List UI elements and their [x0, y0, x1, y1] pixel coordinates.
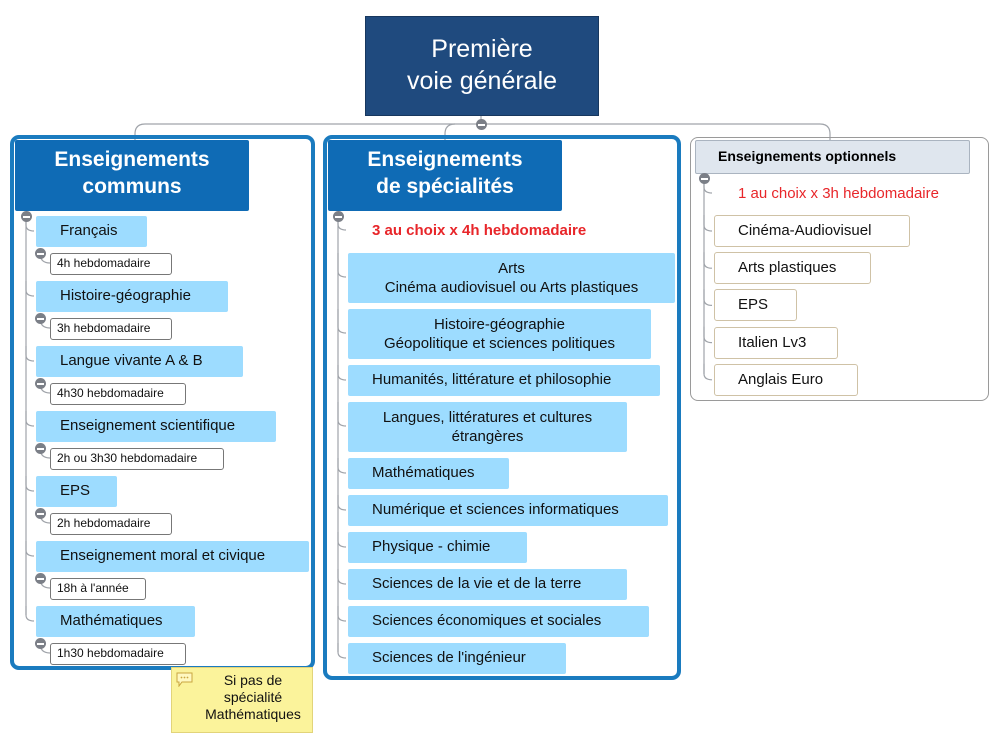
comment-icon: [176, 672, 193, 687]
specialite-item[interactable]: Mathématiques: [348, 458, 509, 489]
specialites-title-line2: de spécialités: [376, 175, 514, 198]
hours-badge: 1h30 hebdomadaire: [50, 643, 186, 665]
hours-badge: 18h à l'année: [50, 578, 146, 600]
collapse-toggle[interactable]: [35, 573, 46, 584]
collapse-toggle[interactable]: [35, 638, 46, 649]
specialite-item[interactable]: Humanités, littérature et philosophie: [348, 365, 660, 396]
optionnel-item[interactable]: Cinéma-Audiovisuel: [714, 215, 910, 247]
specialite-line1: Langues, littératures et cultures: [382, 409, 593, 426]
collapse-toggle[interactable]: [35, 378, 46, 389]
specialite-line1: Sciences économiques et sociales: [372, 612, 602, 629]
communs-item[interactable]: EPS: [36, 476, 117, 507]
specialite-item[interactable]: Numérique et sciences informatiques: [348, 495, 668, 526]
communs-item[interactable]: Mathématiques: [36, 606, 195, 637]
optionnel-item[interactable]: Anglais Euro: [714, 363, 858, 396]
specialite-line1: Sciences de la vie et de la terre: [372, 575, 582, 592]
specialite-line2: Cinéma audiovisuel ou Arts plastiques: [384, 279, 639, 296]
specialite-item[interactable]: Sciences de la vie et de la terre: [348, 569, 627, 600]
specialite-line1: Sciences de l'ingénieur: [372, 649, 526, 666]
specialites-title-line1: Enseignements: [367, 148, 523, 171]
note-line1: Si pas de: [223, 672, 283, 688]
collapse-toggle[interactable]: [35, 508, 46, 519]
specialite-item[interactable]: Langues, littératures et cultures étrangè…: [348, 402, 627, 452]
specialite-item[interactable]: Physique - chimie: [348, 532, 527, 563]
group-enseignements-optionnels: [690, 137, 989, 401]
communs-item[interactable]: Enseignement moral et civique: [36, 541, 309, 572]
hours-badge: 4h30 hebdomadaire: [50, 383, 186, 405]
root-title-line2: voie générale: [406, 67, 558, 95]
optionnel-item[interactable]: Italien Lv3: [714, 326, 838, 359]
group-enseignements-communs: [10, 135, 315, 670]
collapse-toggle-communs[interactable]: [21, 211, 32, 222]
note-line3: Mathématiques: [205, 706, 301, 722]
specialite-line1: Histoire-géographie: [434, 316, 565, 333]
specialites-rule[interactable]: 3 au choix x 4h hebdomadaire: [372, 222, 587, 239]
root-title-line1: Première: [431, 35, 533, 63]
communs-item[interactable]: Langue vivante A & B: [36, 346, 243, 377]
collapse-toggle[interactable]: [35, 248, 46, 259]
specialite-item[interactable]: Sciences de l'ingénieur: [348, 643, 566, 674]
communs-item[interactable]: Histoire-géographie: [36, 281, 228, 312]
hours-badge: 3h hebdomadaire: [50, 318, 172, 340]
collapse-toggle-root[interactable]: [476, 119, 487, 130]
specialite-line1: Mathématiques: [372, 464, 475, 481]
specialites-header[interactable]: Enseignements de spécialités: [328, 140, 562, 211]
note-math[interactable]: Si pas de spécialité Mathématiques: [171, 667, 313, 733]
specialite-line1: Humanités, littérature et philosophie: [372, 371, 612, 388]
hours-badge: 2h hebdomadaire: [50, 513, 172, 535]
group-enseignements-specialites: [323, 135, 681, 680]
note-line2: spécialité: [223, 689, 283, 705]
specialite-line1: Arts: [498, 260, 525, 277]
optionnels-rule[interactable]: 1 au choix x 3h hebdomadaire: [738, 185, 939, 202]
collapse-toggle-specialites[interactable]: [333, 211, 344, 222]
specialite-line1: Numérique et sciences informatiques: [372, 501, 619, 518]
root-topic[interactable]: Première voie générale: [365, 16, 599, 116]
specialite-line2: étrangères: [451, 428, 524, 445]
specialite-item[interactable]: Sciences économiques et sociales: [348, 606, 649, 637]
communs-title-line2: communs: [82, 175, 182, 198]
communs-header[interactable]: Enseignements communs: [15, 140, 249, 211]
communs-item[interactable]: Français: [36, 216, 147, 247]
optionnels-header[interactable]: Enseignements optionnels: [695, 140, 970, 174]
hours-badge: 2h ou 3h30 hebdomadaire: [50, 448, 224, 470]
communs-title-line1: Enseignements: [54, 148, 210, 171]
optionnel-item[interactable]: EPS: [714, 289, 797, 322]
collapse-toggle[interactable]: [35, 313, 46, 324]
specialite-line2: Géopolitique et sciences politiques: [384, 335, 615, 352]
collapse-toggle[interactable]: [35, 443, 46, 454]
hours-badge: 4h hebdomadaire: [50, 253, 172, 275]
specialite-line1: Physique - chimie: [372, 538, 491, 555]
collapse-toggle-optionnels[interactable]: [699, 173, 710, 184]
communs-item[interactable]: Enseignement scientifique: [36, 411, 276, 442]
optionnel-item[interactable]: Arts plastiques: [714, 252, 871, 285]
